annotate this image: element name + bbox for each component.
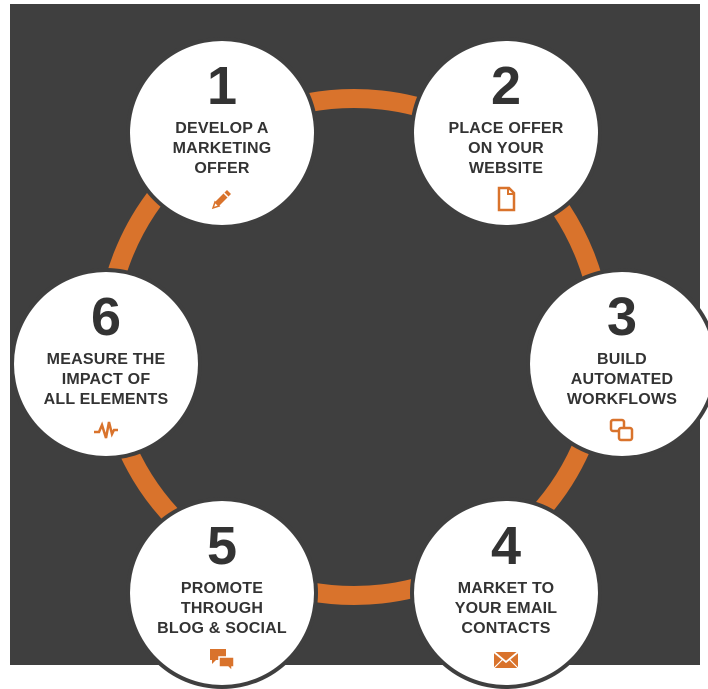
- step-3-label: BUILD AUTOMATED WORKFLOWS: [566, 351, 678, 408]
- step-3-circle: 3 BUILD AUTOMATED WORKFLOWS: [530, 272, 708, 456]
- pulse-icon: [94, 421, 118, 439]
- envelope-icon: [493, 651, 519, 669]
- step-1-circle: 1 DEVELOP A MARKETING OFFER: [130, 41, 314, 225]
- step-4-label: MARKET TO YOUR EMAIL CONTACTS: [454, 580, 558, 637]
- step-5-label: PROMOTE THROUGH BLOG & SOCIAL: [157, 580, 287, 637]
- step-1-number: 1: [206, 56, 238, 116]
- step-5-circle: 5 PROMOTE THROUGH BLOG & SOCIAL: [130, 501, 314, 685]
- step-5-number: 5: [206, 516, 238, 576]
- pencil-icon: [211, 190, 231, 210]
- step-4-number: 4: [490, 516, 522, 576]
- step-6-number: 6: [90, 287, 122, 347]
- step-1-label: DEVELOP A MARKETING OFFER: [172, 120, 272, 177]
- step-3-number: 3: [606, 287, 638, 347]
- step-2-circle: 2 PLACE OFFER ON YOUR WEBSITE: [414, 41, 598, 225]
- document-icon: [497, 186, 516, 212]
- workflow-icon: [609, 418, 634, 442]
- step-6-circle: 6 MEASURE THE IMPACT OF ALL ELEMENTS: [14, 272, 198, 456]
- step-2-number: 2: [490, 56, 522, 116]
- diagram-panel: 1 DEVELOP A MARKETING OFFER 2 PLACE OFFE…: [10, 4, 708, 685]
- step-4-circle: 4 MARKET TO YOUR EMAIL CONTACTS: [414, 501, 598, 685]
- chat-bubbles-icon: [210, 649, 235, 673]
- step-6-label: MEASURE THE IMPACT OF ALL ELEMENTS: [43, 351, 169, 408]
- step-2-label: PLACE OFFER ON YOUR WEBSITE: [448, 120, 564, 177]
